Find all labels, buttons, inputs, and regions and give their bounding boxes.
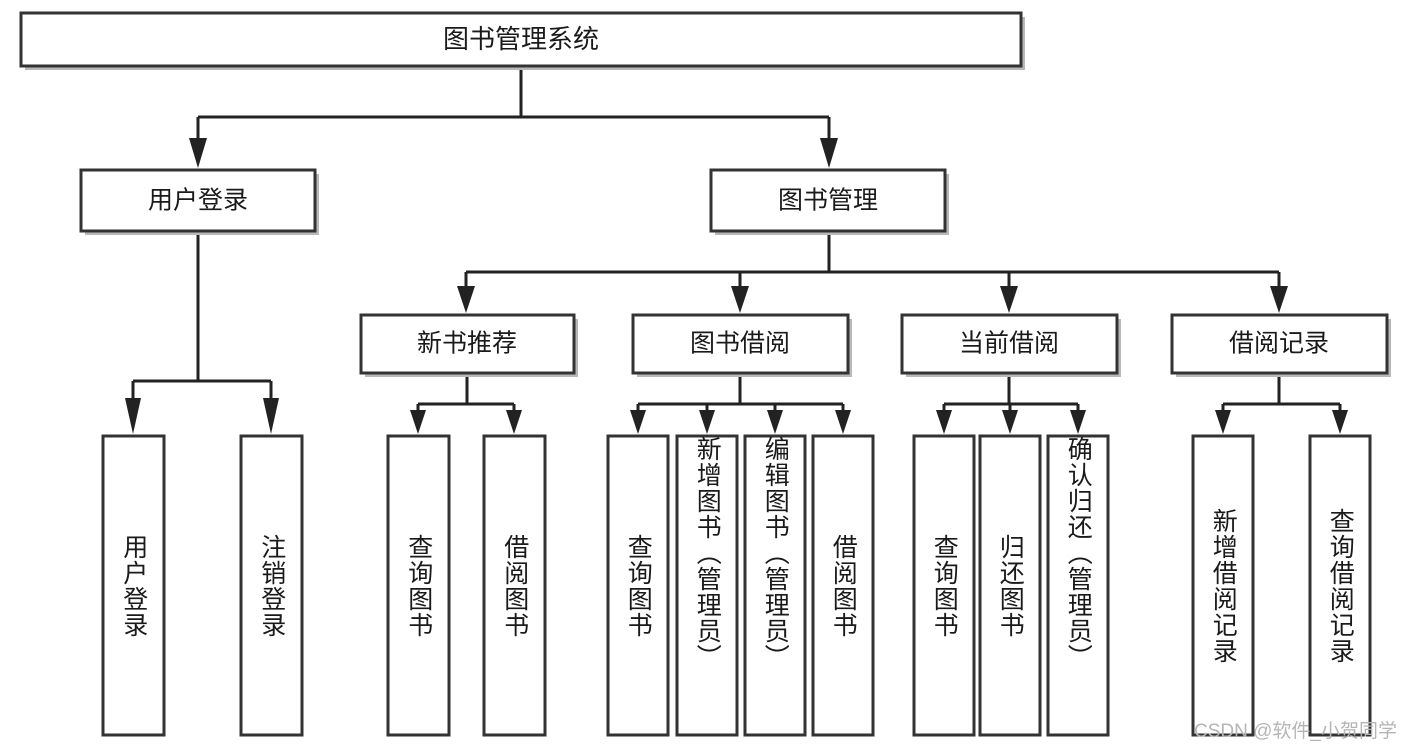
arrow-head-leaf-query-book-bb — [630, 410, 646, 434]
node-user-login[interactable]: 用户登录 — [79, 168, 319, 235]
arrow-head-leaf-query-book-cb — [936, 410, 952, 434]
leaf-boxes-new-book — [386, 434, 547, 737]
leaf-box-return-book[interactable] — [978, 434, 1042, 737]
arrow-head-to-borrow-record — [1270, 286, 1288, 313]
leaf-box-borrow-book-nb[interactable] — [482, 434, 547, 737]
node-new-book-recommend[interactable]: 新书推荐 — [359, 313, 578, 377]
leaf-boxes-book-borrow — [606, 434, 875, 737]
borrow-record-label: 借阅记录 — [1229, 330, 1329, 358]
node-book-management[interactable]: 图书管理 — [709, 168, 949, 235]
arrow-head-leaf-logout — [263, 398, 279, 434]
root-box — [19, 11, 1023, 68]
arrow-head-leaf-query-book-nb — [410, 410, 426, 434]
leaf-boxes-borrow-record — [1191, 434, 1372, 737]
root-label: 图书管理系统 — [443, 24, 599, 54]
leaf-box-query-book-bb[interactable] — [606, 434, 670, 737]
connector-root-to-level2 — [189, 68, 838, 168]
borrow-record-box — [1170, 313, 1389, 375]
node-root-book-management-system[interactable]: 图书管理系统 — [19, 11, 1025, 70]
connector-bookborrow-to-leaves — [630, 375, 851, 434]
node-borrow-record[interactable]: 借阅记录 — [1170, 313, 1391, 377]
leaf-box-query-book-cb[interactable] — [912, 434, 976, 737]
user-login-label: 用户登录 — [148, 187, 248, 215]
new-book-label: 新书推荐 — [417, 330, 517, 358]
book-management-label: 图书管理 — [778, 187, 878, 215]
leaf-box-edit-book[interactable] — [743, 434, 807, 737]
leaf-boxes-current-borrow — [912, 434, 1110, 737]
leaf-box-query-record[interactable] — [1308, 434, 1372, 737]
leaf-box-borrow-book-bb[interactable] — [811, 434, 875, 737]
arrow-head-to-user-login — [189, 138, 207, 168]
arrow-head-to-current-borrow — [1000, 286, 1018, 313]
arrow-head-leaf-borrow-book-nb — [506, 410, 522, 434]
leaf-box-add-record[interactable] — [1191, 434, 1255, 737]
connector-newbook-to-leaves — [410, 375, 522, 434]
arrow-head-to-new-book — [457, 286, 475, 313]
arrow-head-leaf-return-book — [1002, 410, 1018, 434]
current-borrow-label: 当前借阅 — [959, 330, 1059, 358]
user-login-box — [79, 168, 317, 233]
arrow-head-leaf-add-book — [699, 410, 715, 434]
arrow-head-leaf-add-record — [1215, 410, 1231, 434]
connector-bookmanage-to-level3 — [457, 233, 1288, 313]
book-management-box — [709, 168, 947, 233]
arrow-head-leaf-borrow-book-bb — [835, 410, 851, 434]
leaf-box-confirm-return[interactable] — [1046, 434, 1110, 737]
arrow-head-leaf-user-login — [125, 398, 141, 434]
node-current-borrow[interactable]: 当前借阅 — [900, 313, 1121, 377]
connector-userlogin-to-leaves — [125, 233, 279, 434]
arrow-head-to-book-borrow — [731, 286, 749, 313]
connector-currentborrow-to-leaves — [936, 375, 1086, 434]
leaf-boxes-user-login — [101, 434, 304, 737]
node-book-borrow[interactable]: 图书借阅 — [631, 313, 852, 377]
new-book-box — [359, 313, 576, 375]
arrow-head-leaf-confirm-return — [1070, 410, 1086, 434]
leaf-box-query-book-nb[interactable] — [386, 434, 451, 737]
leaf-box-logout[interactable] — [239, 434, 304, 737]
arrow-head-leaf-edit-book — [767, 410, 783, 434]
book-borrow-box — [631, 313, 850, 375]
connector-borrowrecord-to-leaves — [1215, 375, 1348, 434]
current-borrow-box — [900, 313, 1119, 375]
leaf-box-add-book[interactable] — [675, 434, 739, 737]
arrow-head-leaf-query-record — [1332, 410, 1348, 434]
leaf-box-user-login[interactable] — [101, 434, 166, 737]
book-borrow-label: 图书借阅 — [690, 330, 790, 358]
arrow-head-to-book-manage — [820, 138, 838, 168]
